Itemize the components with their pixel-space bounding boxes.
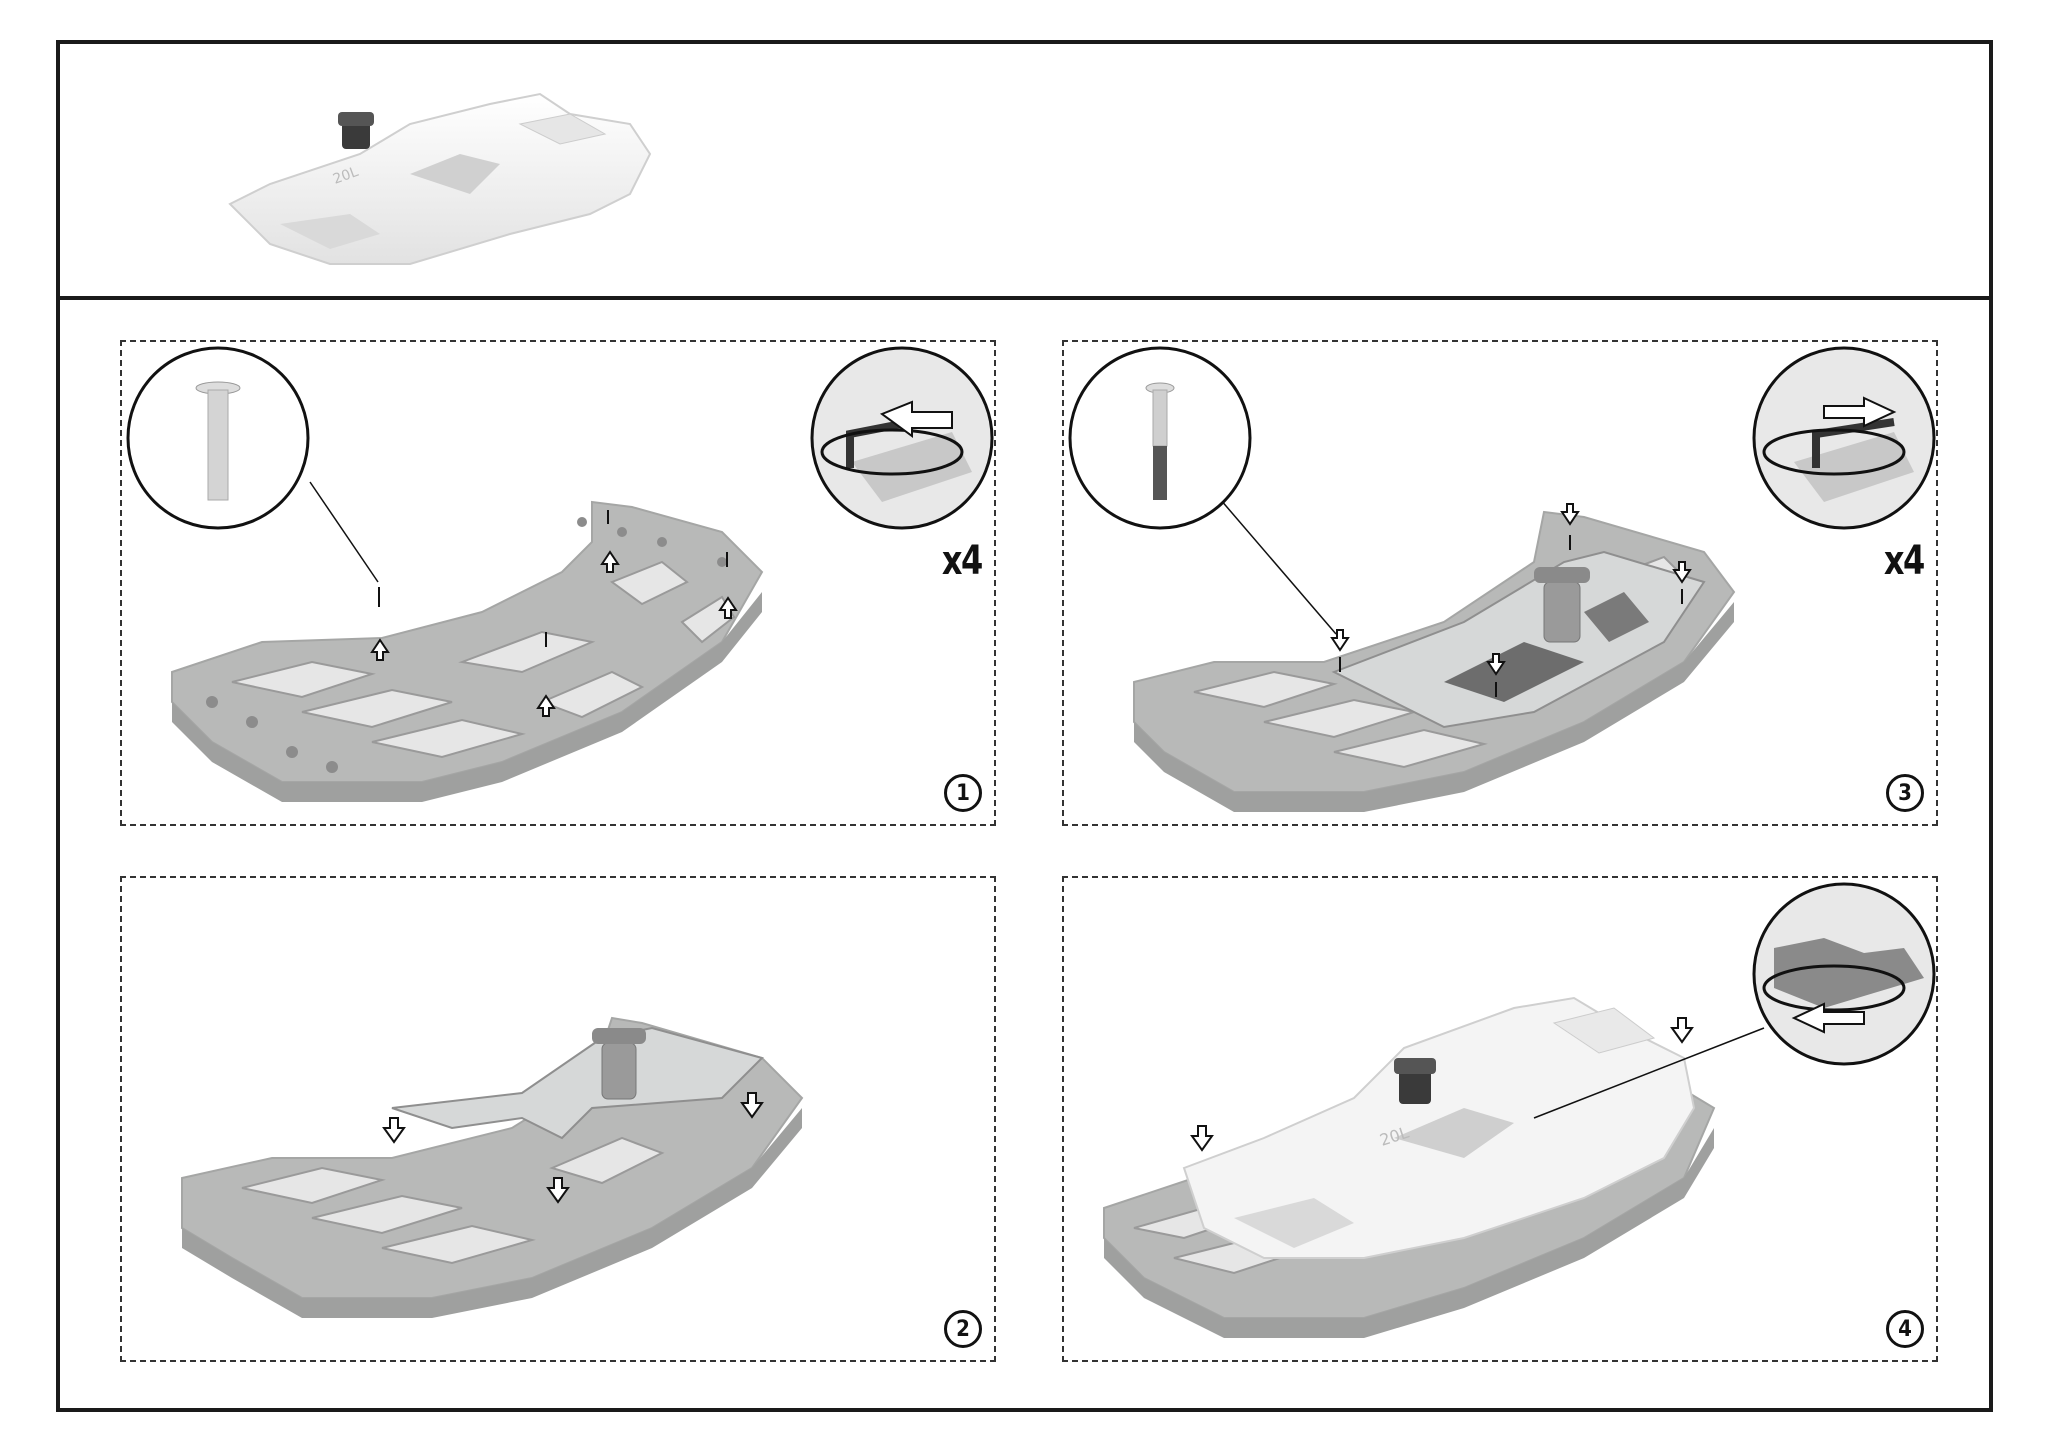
quantity-label: x4 <box>942 538 983 584</box>
step-number: 4 <box>1886 1310 1924 1348</box>
step-panel-1: x4 1 <box>120 340 996 826</box>
product-image: 20L <box>228 92 652 265</box>
step-panel-4: 20L 4 <box>1062 876 1938 1362</box>
hex-key-loosen-icon <box>810 346 994 530</box>
step-number: 2 <box>944 1310 982 1348</box>
step-number: 3 <box>1886 774 1924 812</box>
quantity-label: x4 <box>1884 538 1925 584</box>
step-illustration <box>1068 346 1936 812</box>
instruction-sheet: 20L <box>56 40 1993 1412</box>
step-illustration: 20L <box>1103 882 1936 1338</box>
step-illustration <box>181 1016 804 1318</box>
step-panel-2: 2 <box>120 876 996 1362</box>
step-illustration <box>126 346 994 802</box>
hex-key-tighten-icon <box>1752 346 1936 530</box>
step-panel-3: x4 3 <box>1062 340 1938 826</box>
step-number: 1 <box>944 774 982 812</box>
header-band: 20L <box>60 44 1989 300</box>
